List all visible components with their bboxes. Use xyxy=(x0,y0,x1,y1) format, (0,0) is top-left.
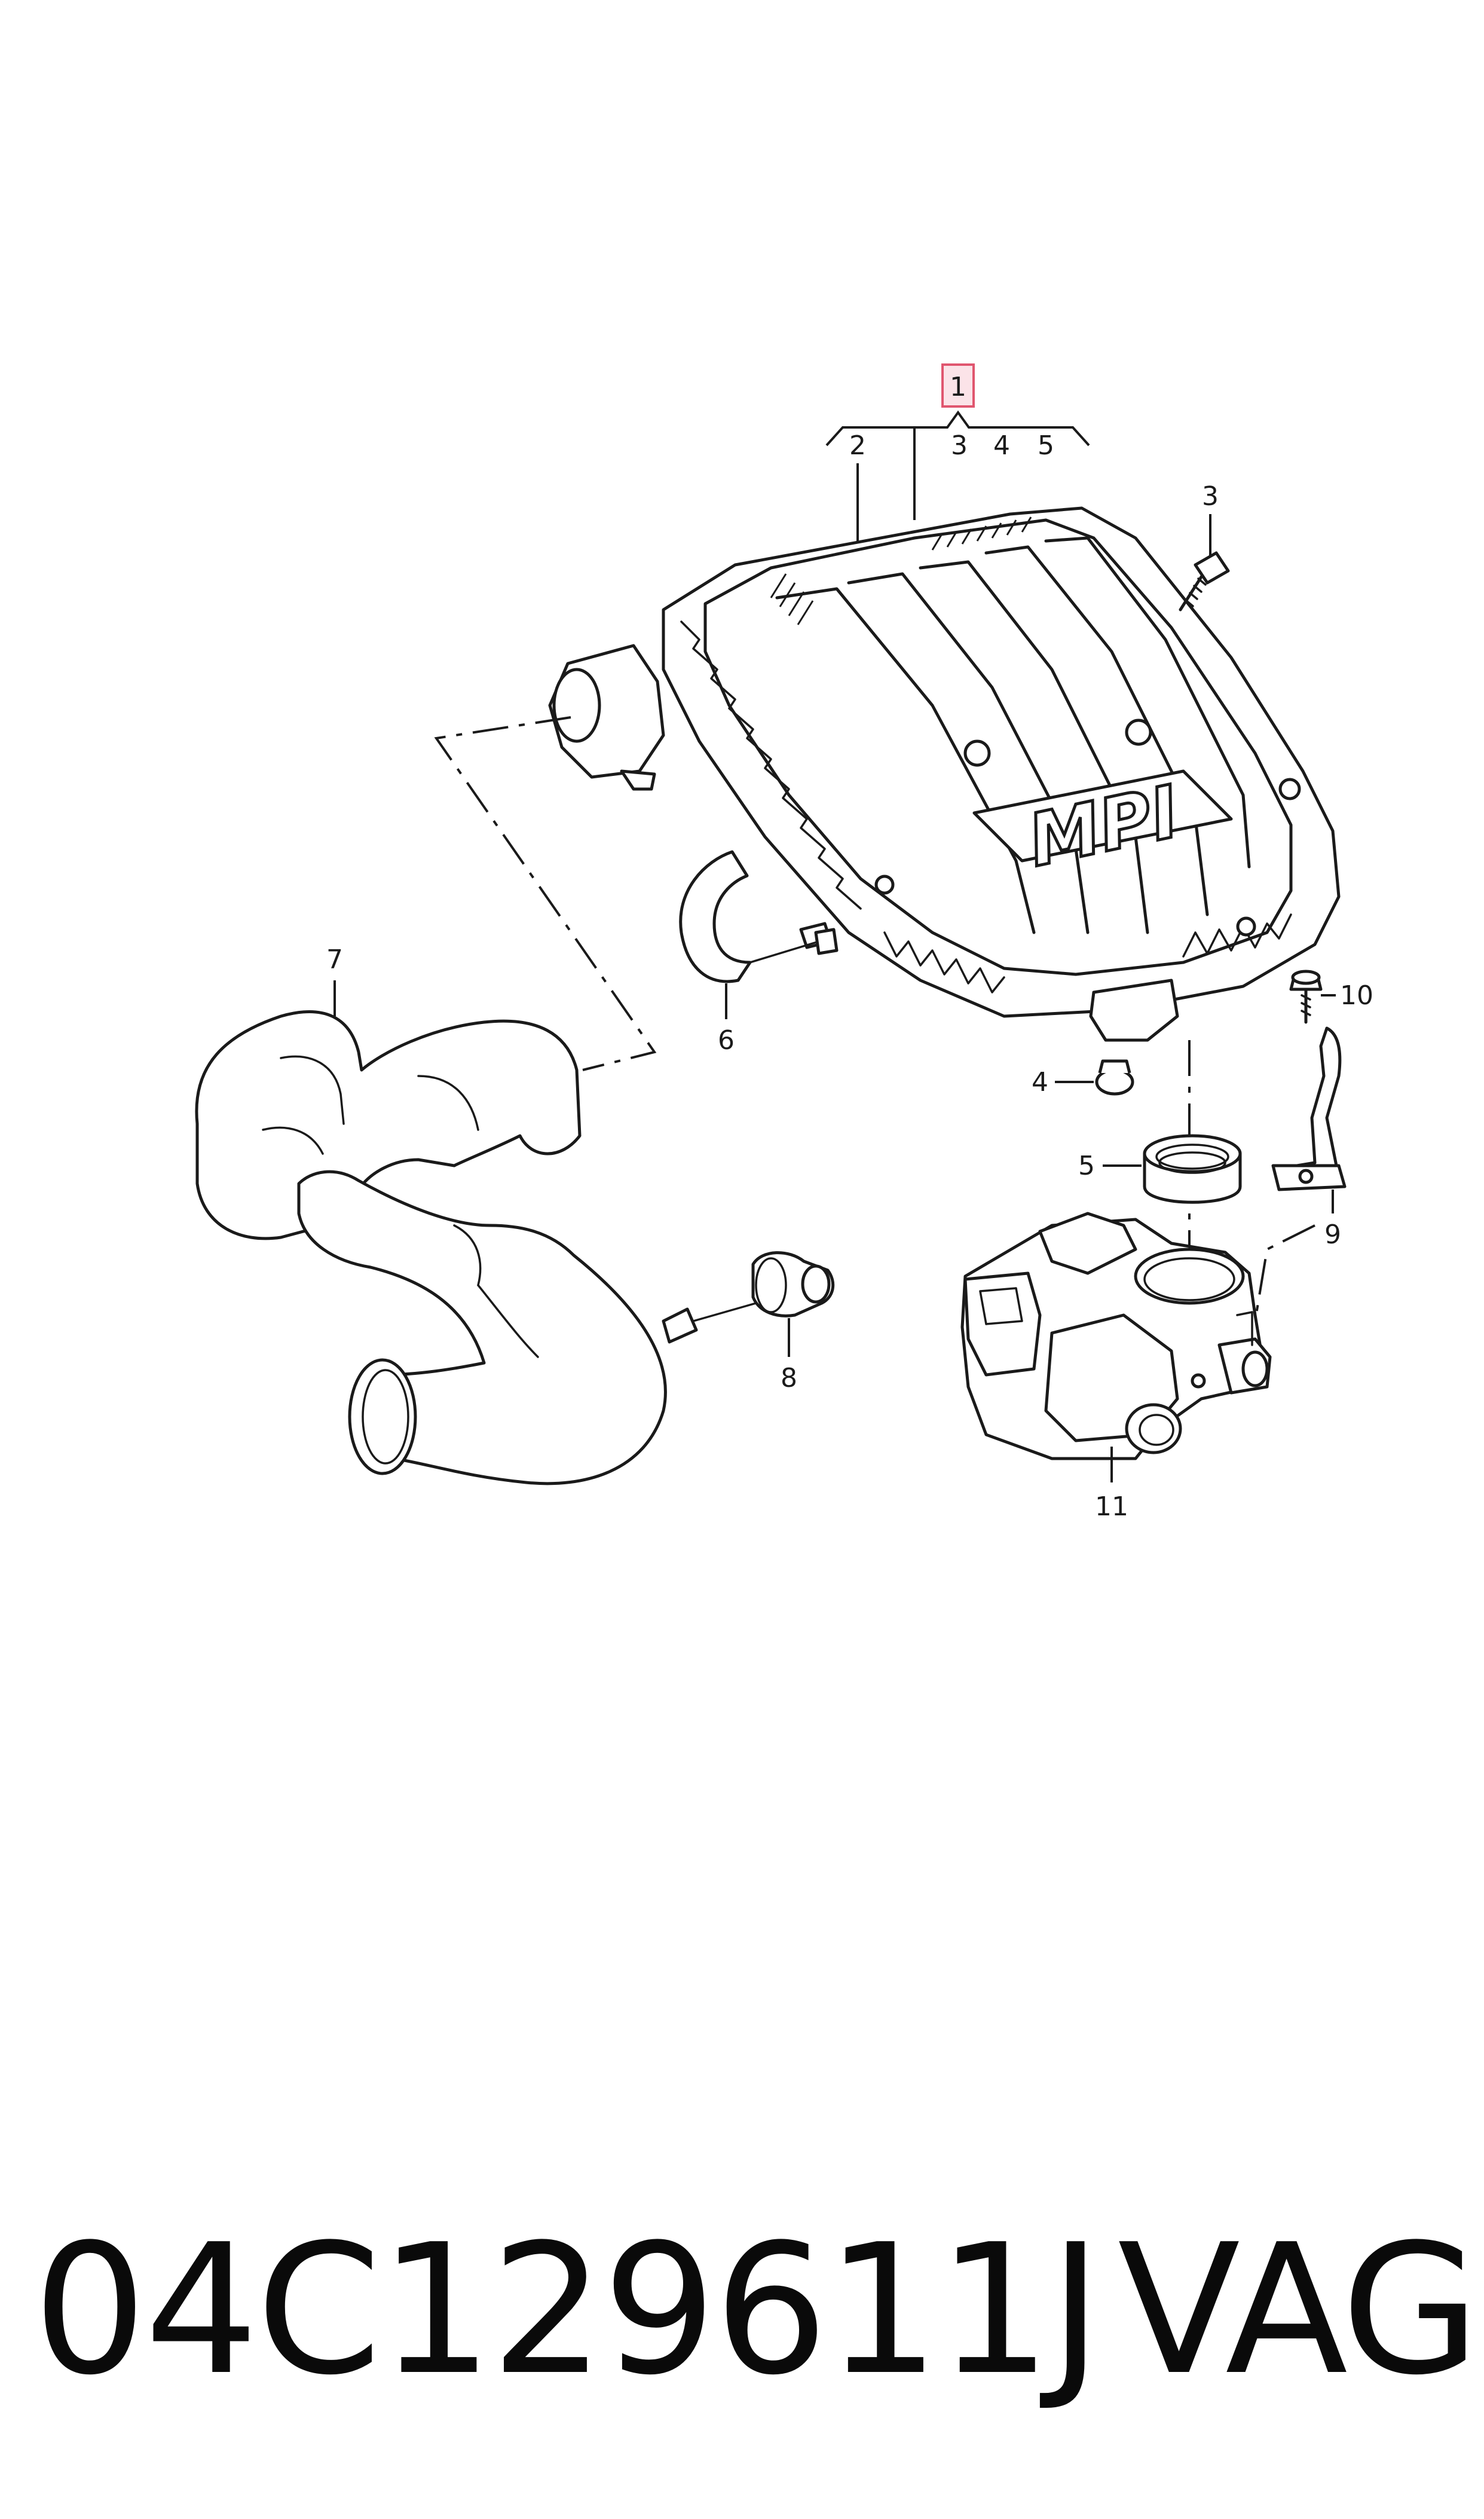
mount-hole-4 xyxy=(1236,916,1256,937)
mount-hole-2 xyxy=(1125,719,1152,746)
callout-1-label: 1 xyxy=(950,372,966,402)
throttle-body-port-opening xyxy=(1241,1350,1269,1387)
manifold-serration-right xyxy=(1182,913,1292,958)
manifold-port-opening xyxy=(552,668,601,743)
mount-hole-5 xyxy=(874,875,895,895)
mount-hole-1 xyxy=(963,739,991,767)
air-duct-7-nipple xyxy=(662,1307,698,1344)
manifold-rib-5 xyxy=(1044,536,1251,869)
throttle-body-bore-inner xyxy=(1143,1257,1235,1301)
screw-10-thread xyxy=(1301,994,1311,1016)
callout-7-label: 7 xyxy=(326,944,343,975)
callout-8-label: 8 xyxy=(781,1363,797,1393)
seal-5-inner-1 xyxy=(1155,1144,1229,1170)
manifold-grille xyxy=(770,516,1032,625)
bracket-9-body xyxy=(1295,1026,1342,1182)
callout-4-label: 4 xyxy=(1032,1067,1048,1098)
callout-11-label: 11 xyxy=(1095,1491,1128,1522)
screw-3-head xyxy=(1194,551,1230,585)
hose-6-body xyxy=(679,850,752,983)
callout-4-group-label: 4 xyxy=(993,430,1010,461)
seal-5-inner-2 xyxy=(1158,1151,1226,1174)
air-duct-7-fold-4 xyxy=(453,1224,482,1286)
throttle-body-bolt-hole xyxy=(1191,1373,1206,1389)
brand-name: VAG xyxy=(1118,2206,1480,2414)
air-duct-7-fold-5 xyxy=(477,1284,539,1358)
callout-group-1: 1 2 3 4 5 xyxy=(825,363,1090,559)
assembly-line-9-to-11 xyxy=(1254,1224,1315,1322)
grommet-4: 4 xyxy=(1032,1059,1134,1098)
screw-10-top xyxy=(1291,970,1321,985)
grommet-4-body xyxy=(1095,1068,1134,1096)
screw-10: 10 xyxy=(1289,970,1373,1024)
hose-6-line xyxy=(749,940,820,964)
manifold-cover xyxy=(703,518,1293,976)
part-number: 04C129611J xyxy=(33,2206,1102,2414)
manifold-port-nipple xyxy=(620,769,656,791)
fitting-8-line xyxy=(692,1302,757,1322)
throttle-body-connector xyxy=(1038,1212,1137,1275)
fitting-8-flange xyxy=(755,1257,787,1313)
callout-5-label: 5 xyxy=(1078,1151,1095,1181)
callout-3-group-label: 3 xyxy=(951,430,968,461)
fitting-8-end xyxy=(801,1264,831,1304)
callout-10-label: 10 xyxy=(1340,980,1373,1011)
manifold-serration-left xyxy=(680,620,862,910)
screw-3-thread xyxy=(1185,577,1207,607)
manifold-rib-1 xyxy=(775,587,1036,934)
air-duct-7: 7 xyxy=(195,944,698,1485)
air-duct-7-mouth xyxy=(348,1358,417,1475)
grommet-4-top xyxy=(1098,1059,1131,1074)
hose-6: 6 xyxy=(679,850,839,1056)
air-duct-7-fold-1 xyxy=(280,1055,345,1125)
callout-1-bracket xyxy=(825,410,1090,447)
bracket-9: 9 xyxy=(1271,1026,1347,1250)
seal-5-top xyxy=(1143,1134,1242,1173)
callout-5-group-label: 5 xyxy=(1038,430,1054,461)
manifold-serration-bottom xyxy=(883,931,1005,993)
screw-3: 3 xyxy=(1179,481,1230,612)
manifold-rib-3 xyxy=(919,560,1149,934)
bracket-9-hole xyxy=(1298,1169,1314,1184)
air-duct-7-mouth-inner xyxy=(362,1369,409,1465)
hose-6-connector xyxy=(814,928,839,955)
callout-9-label: 9 xyxy=(1324,1219,1341,1250)
air-duct-7-fold-3 xyxy=(262,1126,324,1155)
assembly-line-7-to-manifold xyxy=(434,716,657,1071)
throttle-body-side-block xyxy=(963,1271,1042,1377)
callout-6-label: 6 xyxy=(718,1025,735,1056)
intake-manifold: MPI xyxy=(548,506,1341,1042)
callout-2-label: 2 xyxy=(849,430,866,461)
callout-3-label: 3 xyxy=(1202,481,1219,512)
manifold-rib-2 xyxy=(847,572,1090,934)
manifold-lower-outlet xyxy=(1089,979,1179,1042)
air-duct-7-fold-2 xyxy=(417,1075,479,1131)
manifold-rib-4 xyxy=(984,545,1209,916)
throttle-body-actuator-inner xyxy=(1139,1414,1174,1446)
throttle-body-side-detail xyxy=(979,1287,1023,1325)
fitting-8: 8 xyxy=(692,1251,835,1393)
callout-1-highlight-box xyxy=(941,363,975,408)
mpi-logo-plate xyxy=(972,769,1233,863)
mount-hole-3 xyxy=(1278,778,1301,800)
seal-5: 5 xyxy=(1078,1134,1242,1204)
throttle-body-11: 11 xyxy=(960,1212,1272,1522)
throttle-body-tab xyxy=(1236,1311,1253,1346)
